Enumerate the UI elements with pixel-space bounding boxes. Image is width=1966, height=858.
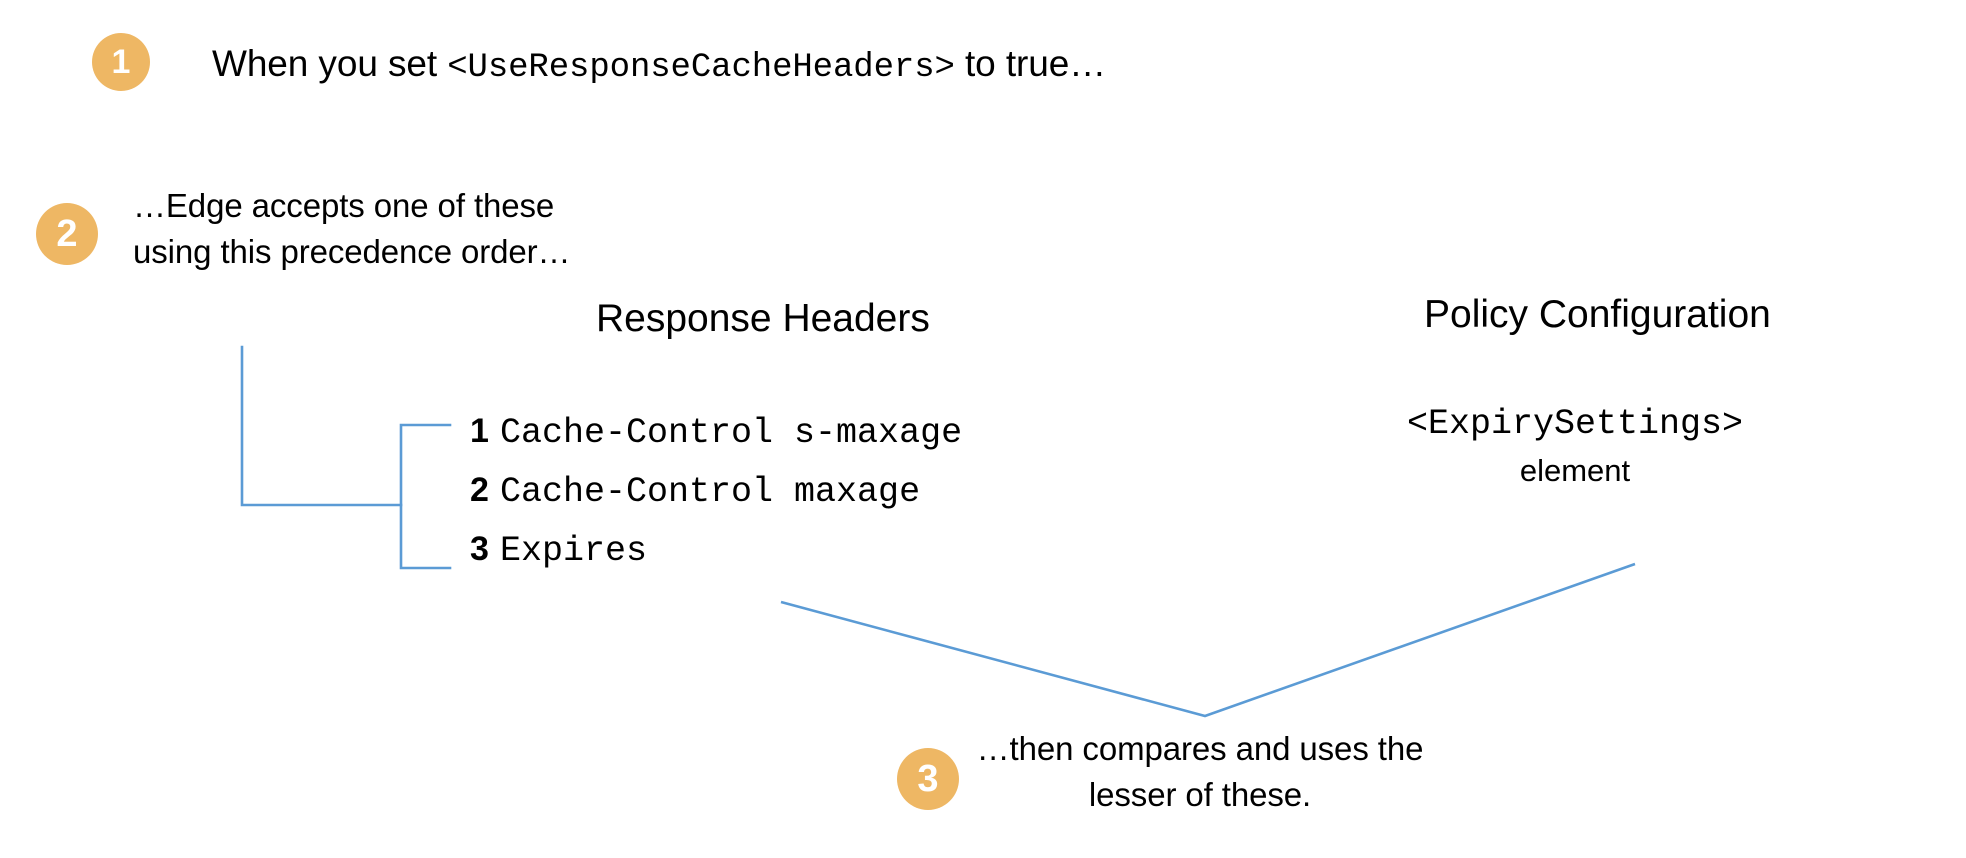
elbow-step2-to-bracket xyxy=(240,345,403,507)
step-2-text: …Edge accepts one of these using this pr… xyxy=(133,187,571,270)
heading-policy-configuration: Policy Configuration xyxy=(1424,293,1771,336)
precedence-name: Cache-Control maxage xyxy=(500,472,921,512)
precedence-bracket xyxy=(399,423,452,570)
policy-element-tag: <ExpirySettings> xyxy=(1406,404,1744,444)
step-1-text: When you set <UseResponseCacheHeaders> t… xyxy=(212,41,1106,91)
step-1-text-suffix: to true… xyxy=(954,43,1107,84)
step-badge-1: 1 xyxy=(92,33,150,91)
policy-configuration-element: <ExpirySettings> element xyxy=(1380,400,1770,494)
precedence-rank: 2 xyxy=(470,471,489,509)
precedence-item: 3 Expires xyxy=(470,530,1090,589)
precedence-name: Cache-Control s-maxage xyxy=(500,413,963,453)
step-1-text-element: <UseResponseCacheHeaders> xyxy=(447,49,955,87)
step-1-text-prefix: When you set xyxy=(212,43,448,84)
heading-response-headers: Response Headers xyxy=(596,297,930,340)
policy-element-word: element xyxy=(1519,453,1631,488)
step-3-text: …then compares and uses the lesser of th… xyxy=(976,730,1424,813)
step-badge-2-label: 2 xyxy=(56,213,78,255)
precedence-item: 2 Cache-Control maxage xyxy=(470,471,1090,530)
step-badge-3: 3 xyxy=(897,748,959,810)
precedence-name: Expires xyxy=(500,531,648,571)
step-badge-3-label: 3 xyxy=(917,758,939,800)
precedence-list: 1 Cache-Control s-maxage 2 Cache-Control… xyxy=(470,412,1090,589)
precedence-item: 1 Cache-Control s-maxage xyxy=(470,412,1090,471)
precedence-rank: 1 xyxy=(470,412,489,450)
step-badge-1-label: 1 xyxy=(111,43,131,81)
precedence-rank: 3 xyxy=(470,530,489,568)
step-badge-2: 2 xyxy=(36,203,98,265)
